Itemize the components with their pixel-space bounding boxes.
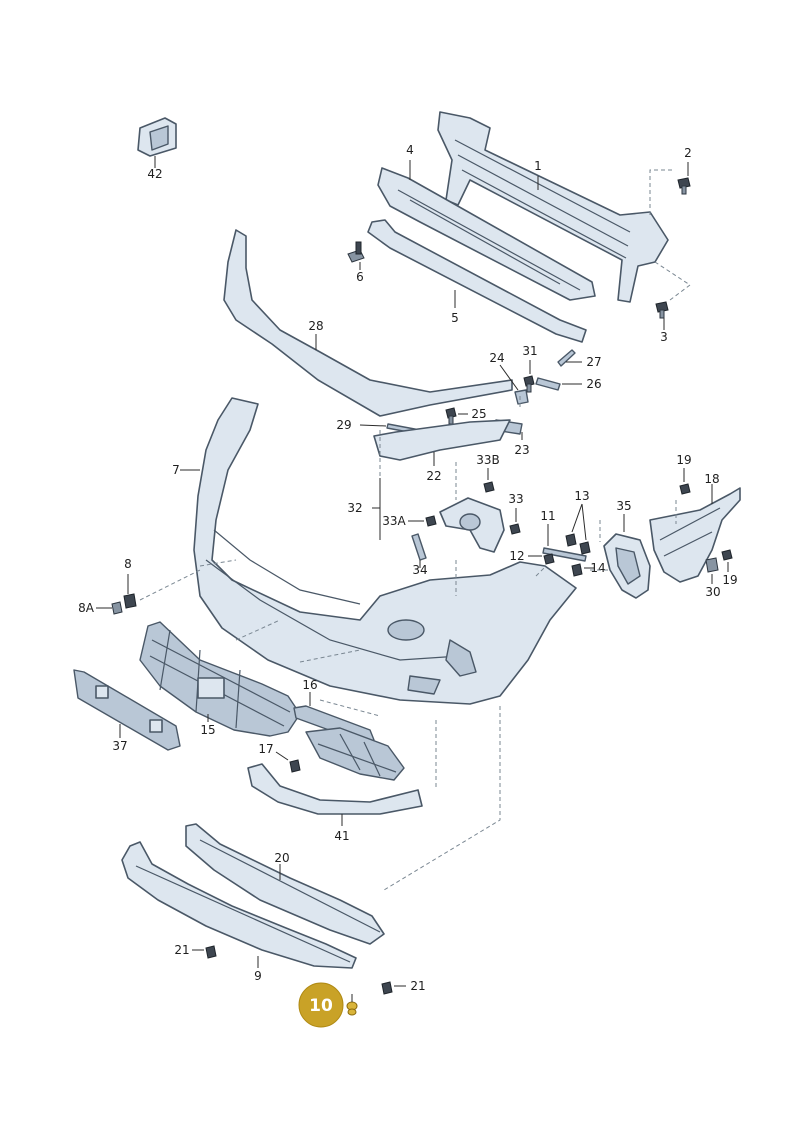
label-28: 28 (308, 319, 323, 333)
part-8-clip[interactable] (123, 593, 137, 609)
label-26: 26 (586, 377, 601, 391)
label-31: 31 (522, 344, 537, 358)
part-35-trim[interactable] (603, 533, 651, 599)
label-13: 13 (574, 489, 589, 503)
label-24: 24 (489, 351, 504, 365)
label-8a: 8A (78, 601, 95, 615)
label-15: 15 (200, 723, 215, 737)
label-4: 4 (406, 143, 414, 157)
label-27: 27 (586, 355, 601, 369)
part-33-screw[interactable] (509, 523, 521, 535)
part-24-clip[interactable] (514, 389, 529, 405)
part-8a-nut[interactable] (111, 601, 123, 615)
part-20-deflector[interactable] (185, 823, 385, 945)
part-19-screw-upper[interactable] (679, 483, 691, 495)
part-4-energy-absorber[interactable] (377, 167, 596, 301)
part-14-screw[interactable] (571, 563, 583, 577)
part-26-bracket[interactable] (535, 377, 561, 391)
part-31-screw[interactable] (523, 375, 535, 393)
part-16-side-grille[interactable] (305, 727, 405, 781)
part-33-bracket[interactable] (439, 497, 505, 553)
label-33b: 33B (476, 453, 500, 467)
part-33a-screw[interactable] (425, 515, 437, 527)
label-7: 7 (172, 463, 180, 477)
label-8: 8 (124, 557, 132, 571)
part-37-plate-holder[interactable] (73, 669, 181, 751)
label-25: 25 (471, 407, 486, 421)
part-30-clip[interactable] (705, 557, 719, 573)
label-37: 37 (112, 739, 127, 753)
part-11-rail[interactable] (542, 547, 587, 562)
part-5-strip[interactable] (367, 219, 587, 343)
label-11: 11 (540, 509, 555, 523)
label-14: 14 (590, 561, 605, 575)
label-35: 35 (616, 499, 631, 513)
part-22-bracket[interactable] (373, 419, 511, 461)
label-21b: 21 (410, 979, 425, 993)
part-1-impact-beam[interactable] (437, 111, 669, 303)
part-3-bolt[interactable] (655, 301, 669, 319)
part-7-bumper-cover[interactable] (193, 397, 577, 705)
label-34: 34 (412, 563, 427, 577)
label-21a: 21 (174, 943, 189, 957)
label-20: 20 (274, 851, 289, 865)
part-41-trim-strip[interactable] (247, 763, 423, 815)
label-17: 17 (258, 742, 273, 756)
part-10-fastener[interactable] (346, 1001, 358, 1016)
label-22: 22 (426, 469, 441, 483)
badge-label: 10 (309, 996, 333, 1016)
part-21-screw-right[interactable] (381, 981, 393, 995)
part-12-screw[interactable] (543, 553, 555, 565)
label-2: 2 (684, 146, 692, 160)
label-9: 9 (254, 969, 262, 983)
label-33a: 33A (382, 514, 406, 528)
label-41: 41 (334, 829, 349, 843)
part-18-guide[interactable] (649, 487, 741, 583)
part-34-strip[interactable] (411, 533, 427, 561)
label-29: 29 (336, 418, 351, 432)
label-32: 32 (347, 501, 362, 515)
part-13-clips[interactable] (565, 533, 591, 555)
label-16: 16 (302, 678, 317, 692)
part-9-spoiler[interactable] (121, 841, 357, 969)
label-5: 5 (451, 311, 459, 325)
highlight-badge[interactable]: 10 (298, 982, 344, 1028)
label-1: 1 (534, 159, 542, 173)
label-19b: 19 (722, 573, 737, 587)
label-30: 30 (705, 585, 720, 599)
part-2-bolt[interactable] (677, 177, 691, 195)
label-42: 42 (147, 167, 162, 181)
part-19-screw-lower[interactable] (721, 549, 733, 561)
part-15-grille[interactable] (139, 621, 301, 737)
part-17-screw[interactable] (289, 759, 301, 773)
label-23: 23 (514, 443, 529, 457)
part-27-pin[interactable] (557, 349, 576, 367)
part-42-cap[interactable] (137, 117, 177, 157)
part-25-screw[interactable] (445, 407, 457, 425)
part-21-screw-left[interactable] (205, 945, 217, 959)
label-6: 6 (356, 270, 364, 284)
label-19a: 19 (676, 453, 691, 467)
label-33: 33 (508, 492, 523, 506)
label-18: 18 (704, 472, 719, 486)
label-3: 3 (660, 330, 668, 344)
part-6-clip[interactable] (347, 241, 365, 263)
part-33b-screw[interactable] (483, 481, 495, 493)
part-28-upper-trim[interactable] (223, 229, 513, 417)
label-12: 12 (509, 549, 524, 563)
